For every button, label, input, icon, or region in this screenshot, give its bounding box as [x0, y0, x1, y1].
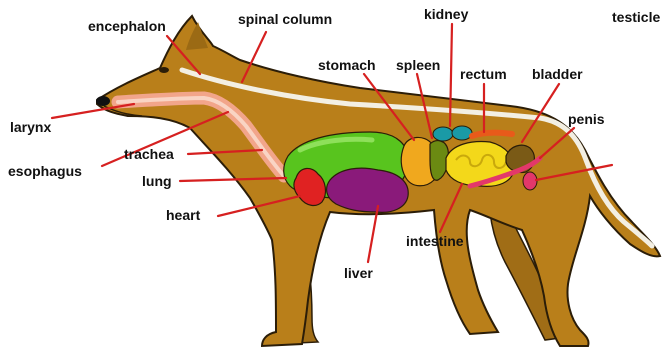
label-kidney: kidney	[424, 6, 469, 22]
label-spleen: spleen	[396, 57, 440, 73]
label-intestine: intestine	[406, 233, 464, 249]
label-trachea: trachea	[124, 146, 174, 162]
nose	[96, 96, 110, 106]
label-penis: penis	[568, 111, 605, 127]
label-larynx: larynx	[10, 119, 51, 135]
label-encephalon: encephalon	[88, 18, 166, 34]
kidney-left	[433, 127, 453, 141]
label-bladder: bladder	[532, 66, 583, 82]
label-testicle: testicle	[612, 9, 660, 25]
label-lung: lung	[142, 173, 172, 189]
eye	[159, 67, 169, 73]
label-esophagus: esophagus	[8, 163, 82, 179]
testicle	[523, 172, 537, 190]
label-rectum: rectum	[460, 66, 507, 82]
kidney-right	[452, 126, 472, 140]
label-heart: heart	[166, 207, 201, 223]
label-spinal-column: spinal column	[238, 11, 332, 27]
label-liver: liver	[344, 265, 373, 281]
rectum	[472, 133, 512, 136]
liver	[327, 168, 409, 212]
label-stomach: stomach	[318, 57, 376, 73]
